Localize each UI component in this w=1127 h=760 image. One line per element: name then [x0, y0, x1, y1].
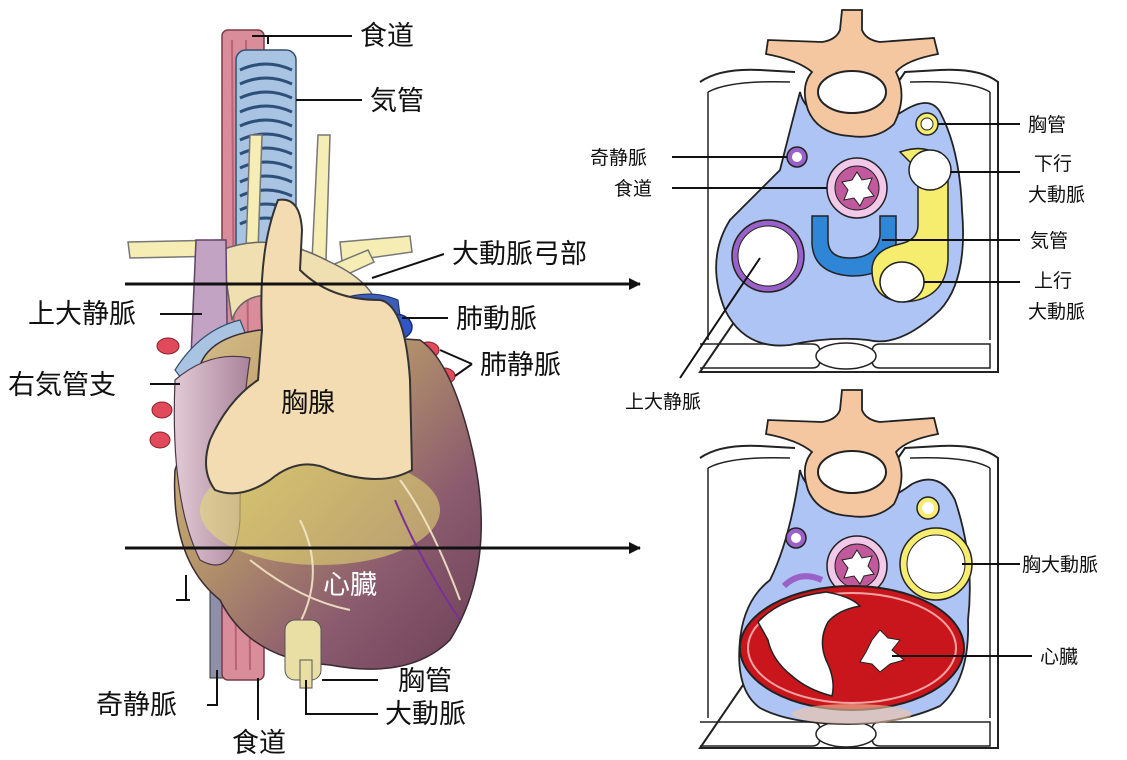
label-pulmonary-artery: 肺動脈	[456, 304, 537, 335]
label-upper-descending-1: 下行	[1034, 153, 1072, 175]
label-svc: 上大静脈	[28, 299, 136, 330]
label-upper-thoracic-duct: 胸管	[1028, 114, 1066, 136]
label-heart-left: 心臓	[323, 570, 377, 601]
label-upper-ascending-1: 上行	[1034, 270, 1072, 292]
label-upper-svc: 上大静脈	[625, 391, 701, 413]
label-trachea: 気管	[370, 86, 424, 117]
label-azygos-left: 奇静脈	[96, 690, 177, 721]
label-esophagus-top: 食道	[360, 21, 414, 52]
label-upper-esophagus: 食道	[614, 178, 652, 200]
label-lower-heart: 心臓	[1040, 646, 1078, 668]
heart-illustration	[128, 30, 481, 688]
label-esophagus-bottom: 食道	[232, 728, 286, 759]
cross-section-lower	[700, 390, 998, 748]
label-aortic-arch: 大動脈弓部	[452, 239, 587, 270]
label-lower-thoracic-aorta: 胸大動脈	[1022, 554, 1098, 576]
label-thoracic-duct-left: 胸管	[398, 666, 452, 697]
label-thymus: 胸腺	[281, 388, 335, 419]
label-upper-azygos: 奇静脈	[590, 147, 647, 169]
label-upper-descending-2: 大動脈	[1028, 184, 1085, 206]
cross-section-upper	[700, 10, 998, 372]
label-aorta-left: 大動脈	[385, 699, 466, 730]
label-pulmonary-vein: 肺静脈	[480, 350, 561, 381]
label-upper-ascending-2: 大動脈	[1028, 301, 1085, 323]
lower-labels: 胸大動脈 心臓	[1022, 554, 1098, 668]
label-upper-trachea: 気管	[1030, 230, 1068, 252]
label-right-bronchus: 右気管支	[8, 370, 116, 401]
